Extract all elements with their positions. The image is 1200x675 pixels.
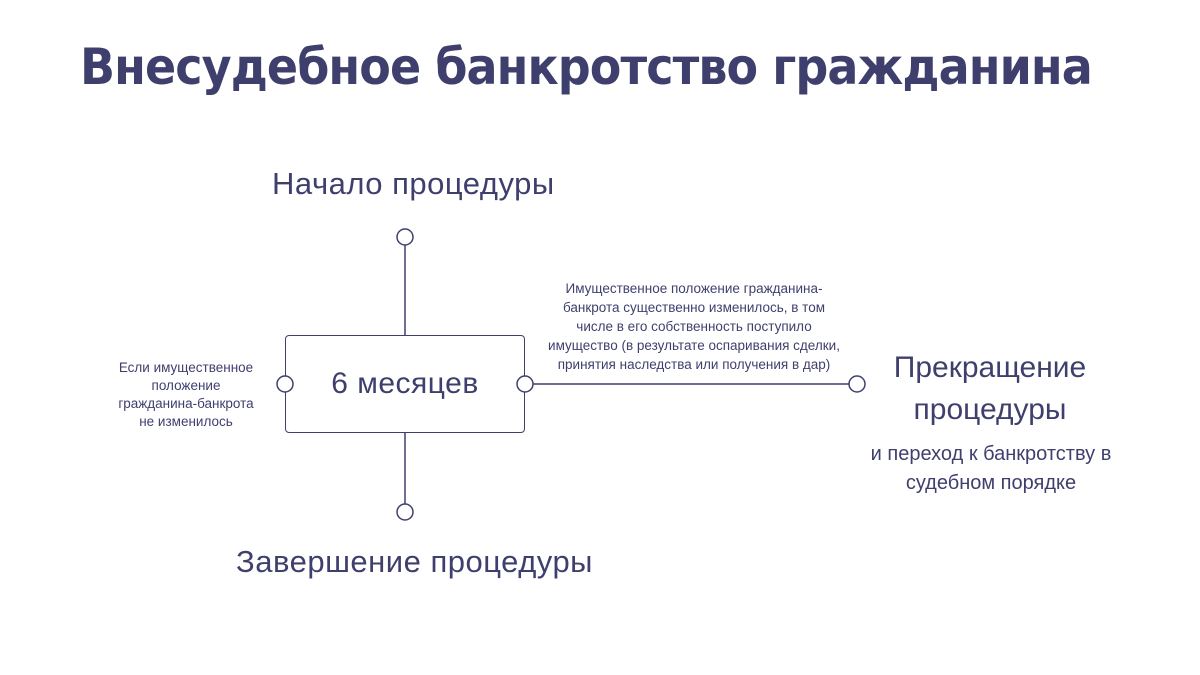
note-unchanged-property: Если имущественное положение гражданина-… [118,360,254,429]
duration-label: 6 месяцев [331,367,479,400]
page-title: Внесудебное банкротство гражданина [80,38,1093,96]
end-label: Завершение процедуры [236,544,593,579]
termination-label: Прекращение процедуры [893,351,1087,426]
termination-node [848,375,866,393]
start-node [396,228,414,246]
start-label: Начало процедуры [272,166,555,201]
duration-box: 6 месяцев [285,335,525,433]
note-changed-property: Имущественное положение гражданина-банкр… [548,281,840,372]
termination-sublabel: и переход к банкротству в судебном поряд… [870,443,1112,494]
end-node [396,503,414,521]
